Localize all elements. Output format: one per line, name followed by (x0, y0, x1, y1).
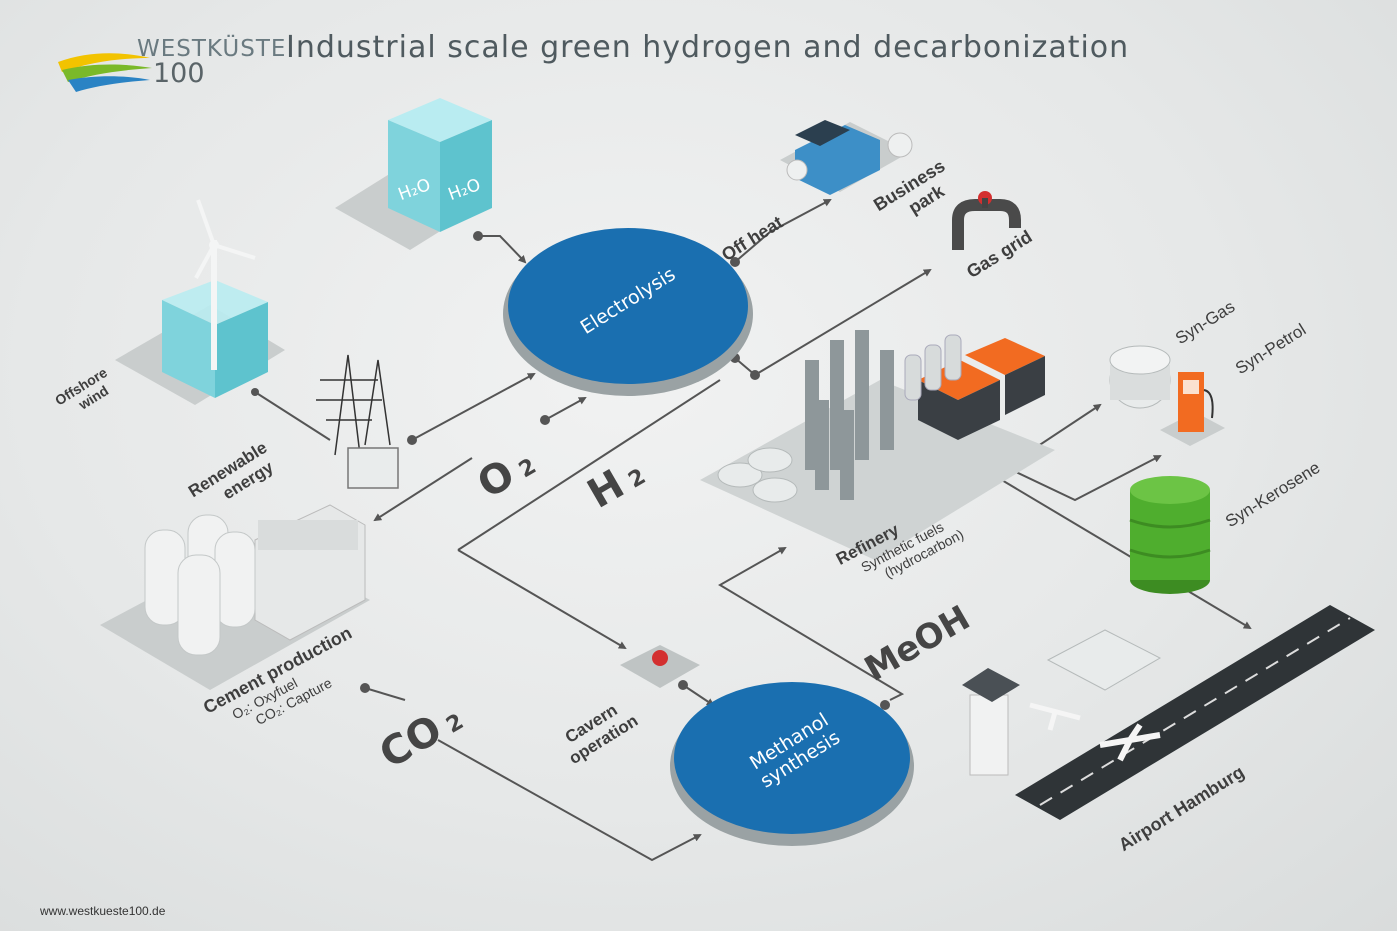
website-url: www.westkueste100.de (40, 904, 166, 918)
flow-h2-diag (457, 379, 721, 551)
flow-renewable-electrolysis (411, 373, 536, 441)
logo-swoosh-icon (58, 53, 152, 92)
refinery-icon (700, 330, 1055, 560)
cavern-valve-icon (620, 645, 700, 688)
flow-offheat-business (734, 199, 832, 263)
methanol-node (670, 682, 914, 846)
flow-water-electrolysis (478, 235, 527, 264)
business-park-icon (780, 120, 913, 195)
kerosene-barrel-icon (1129, 476, 1211, 594)
gas-grid-pipe-icon (952, 191, 1021, 250)
power-pylon-icon (316, 354, 399, 489)
flow-o2-out (544, 397, 587, 421)
syngas-tank-icon (1109, 345, 1171, 409)
flow-co2-stub (364, 687, 406, 701)
water-cube-icon (335, 98, 492, 250)
flow-meoh-refinery (718, 547, 905, 701)
flow-h2-cavern (457, 549, 627, 650)
flow-offshore-renewable (254, 391, 331, 441)
flow-cavern-methanol (682, 684, 715, 707)
airport-icon (962, 605, 1375, 820)
flow-synpetrol (994, 455, 1162, 502)
logo-number: 100 (153, 58, 205, 89)
flow-o2-cement (373, 457, 473, 522)
offshore-wind-icon (115, 199, 285, 405)
flow-kerosene-airport (984, 469, 1252, 630)
logo-wordmark: WESTKÜSTE (137, 36, 287, 62)
fuel-pump-icon (1160, 372, 1225, 446)
cement-plant-icon (100, 504, 370, 690)
page-title: Industrial scale green hydrogen and deca… (286, 30, 1130, 65)
electrolysis-node (503, 228, 753, 396)
flow-co2-methanol (437, 739, 702, 862)
flow-lines (254, 199, 1252, 862)
flow-h2-gasgrid (754, 268, 932, 376)
